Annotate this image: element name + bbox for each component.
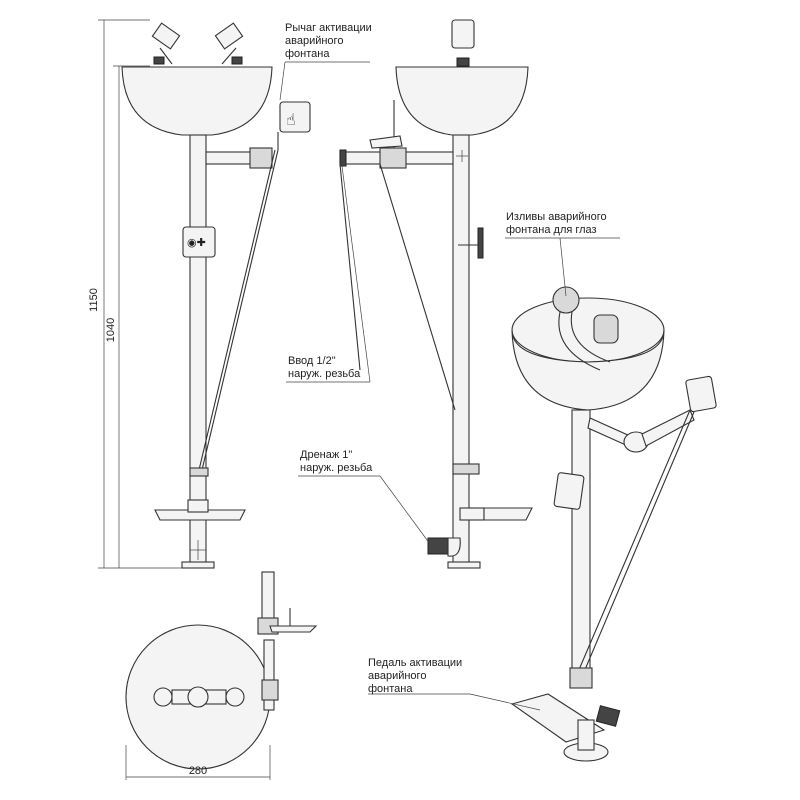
svg-text:фонтана: фонтана xyxy=(368,683,413,695)
front-view: 1150 1040 ☝ ◉✚ xyxy=(88,19,311,569)
callout-pedal: Педаль активации аварийного фонтана xyxy=(368,657,541,711)
callout-nozzles: Изливы аварийного фонтана для глаз xyxy=(505,211,620,297)
front-pedal xyxy=(154,509,246,521)
eyewash-sign xyxy=(182,226,216,258)
lever-sign xyxy=(279,101,311,133)
iso-nozzle-left xyxy=(552,286,580,314)
svg-text:Педаль активации: Педаль активации xyxy=(368,657,462,669)
dim-bowl-height: 1040 xyxy=(105,318,117,342)
front-bowl xyxy=(121,66,273,136)
dim-total-height: 1150 xyxy=(88,288,100,312)
svg-text:фонтана для глаз: фонтана для глаз xyxy=(506,224,597,236)
side-bowl xyxy=(395,66,529,136)
svg-text:◉✚: ◉✚ xyxy=(187,237,206,249)
svg-text:аварийного: аварийного xyxy=(285,35,343,47)
svg-text:наруж. резьба: наруж. резьба xyxy=(300,462,373,474)
svg-text:Изливы аварийного: Изливы аварийного xyxy=(506,211,607,223)
iso-view xyxy=(510,286,717,762)
iso-nozzle-right xyxy=(593,314,619,344)
svg-text:☝: ☝ xyxy=(286,112,296,129)
svg-text:фонтана: фонтана xyxy=(285,48,330,60)
side-view xyxy=(339,19,533,569)
svg-text:Рычаг активации: Рычаг активации xyxy=(285,22,372,34)
callout-lever: Рычаг активации аварийного фонтана xyxy=(279,22,372,101)
front-nozzles xyxy=(151,22,244,65)
callout-drain: Дренаж 1" наруж. резьба xyxy=(298,449,431,545)
top-view: 280 xyxy=(125,571,318,780)
svg-text:наруж. резьба: наруж. резьба xyxy=(288,368,361,380)
svg-text:Дренаж 1": Дренаж 1" xyxy=(300,449,352,461)
svg-text:Ввод 1/2": Ввод 1/2" xyxy=(288,355,336,367)
dim-bowl-diameter: 280 xyxy=(189,765,207,777)
callout-inlet: Ввод 1/2" наруж. резьба xyxy=(286,165,371,383)
svg-text:аварийного: аварийного xyxy=(368,670,426,682)
